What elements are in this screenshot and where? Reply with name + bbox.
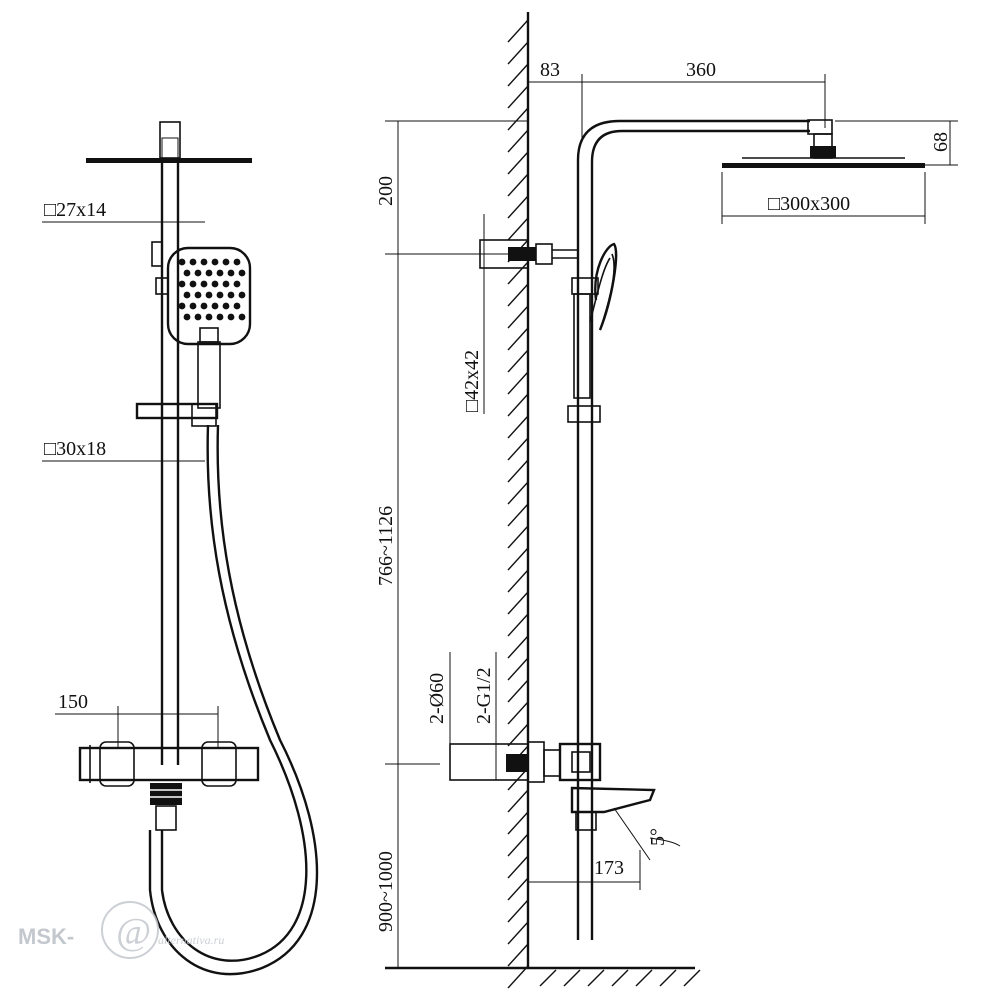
dim-arm-360: 360 — [686, 59, 716, 81]
floor-hatching — [539, 969, 701, 987]
dim-holder-30x18: □30x18 — [44, 438, 106, 460]
dim-head-68: 68 — [930, 132, 952, 152]
wall-hatching — [507, 19, 529, 989]
dim-head-300x300: □300x300 — [768, 193, 850, 215]
side-mixer — [449, 741, 602, 783]
dim-offset-83: 83 — [540, 59, 560, 81]
dim-spacing-150: 150 — [58, 691, 88, 713]
side-rain-head — [722, 163, 925, 168]
svg-text:MSK-: MSK- — [18, 924, 74, 949]
dim-bracket-42x42: □42x42 — [461, 350, 483, 412]
side-pipe-arm — [576, 119, 810, 940]
dim-floor-height: 900~1000 — [375, 851, 397, 932]
front-mixer — [78, 741, 260, 831]
front-view: □27x14 □30x18 150 — [42, 121, 319, 976]
front-hose — [160, 424, 308, 962]
front-rain-head — [86, 158, 252, 163]
svg-text:alternativa.ru: alternativa.ru — [158, 933, 224, 947]
front-top-connector — [159, 121, 181, 159]
dim-thread-g12: 2-G1/2 — [473, 667, 495, 724]
dim-drop-200: 200 — [375, 176, 397, 206]
side-hand-shower — [567, 242, 618, 423]
dim-angle-5: 5° — [647, 828, 669, 846]
dim-adjust-range: 766~1126 — [375, 506, 397, 586]
front-slide-holder — [135, 402, 219, 420]
front-hand-shower — [151, 241, 252, 409]
watermark-logo: MSK- @ alternativa.ru — [18, 901, 224, 959]
svg-text:@: @ — [116, 911, 151, 953]
dim-flange-2-60: 2-Ø60 — [426, 673, 448, 724]
dim-spout-173: 173 — [594, 857, 624, 879]
dim-pipe-27x14: □27x14 — [44, 199, 106, 221]
side-view: 83 360 68 □300x300 200 □42x42 — [375, 12, 958, 989]
side-spout — [570, 786, 656, 814]
